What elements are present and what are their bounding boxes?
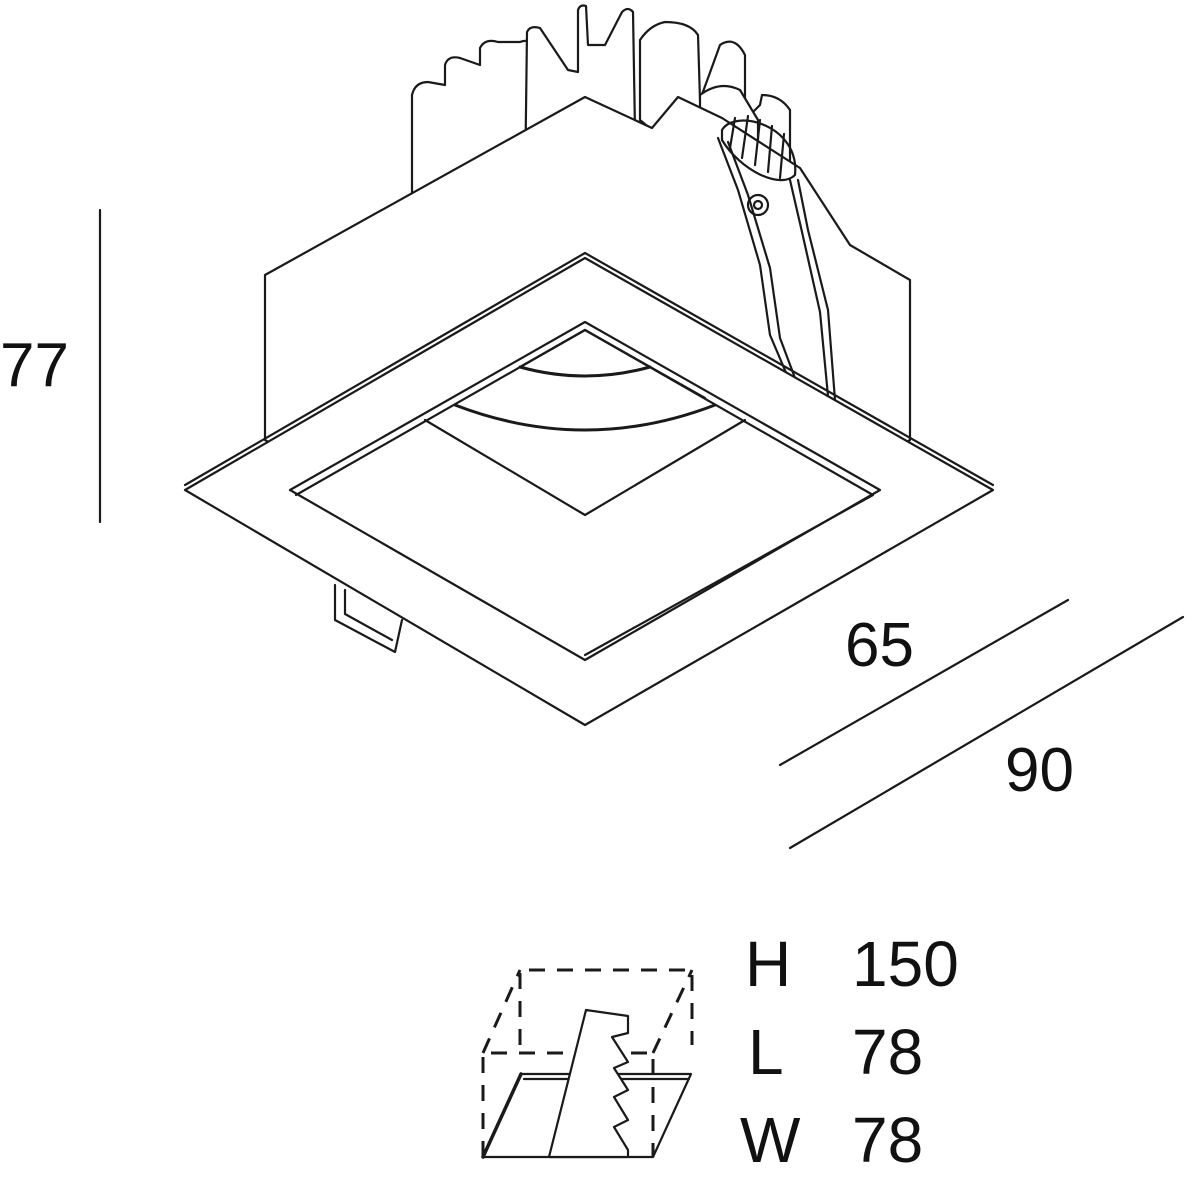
- spec-width-label: W: [740, 1104, 801, 1176]
- mounting-bracket: [333, 583, 404, 654]
- spec-height-value: 150: [852, 928, 959, 1000]
- outer-width-dimension-line: [788, 615, 1185, 850]
- inner-width-dimension-label: 65: [845, 611, 914, 680]
- spec-length-value: 78: [852, 1016, 924, 1088]
- spec-width-value: 78: [852, 1104, 924, 1176]
- spring-clip: [716, 114, 837, 402]
- ceiling-cutout-icon: [481, 968, 694, 1159]
- height-dimension-label: 77: [0, 331, 69, 400]
- inner-width-dimension-line: [778, 598, 1070, 767]
- outer-width-dimension-label: 90: [1005, 736, 1074, 805]
- spec-height-label: H: [745, 928, 792, 1000]
- spec-length-label: L: [748, 1016, 784, 1088]
- reflector: [423, 328, 747, 517]
- trim-frame: [183, 251, 995, 727]
